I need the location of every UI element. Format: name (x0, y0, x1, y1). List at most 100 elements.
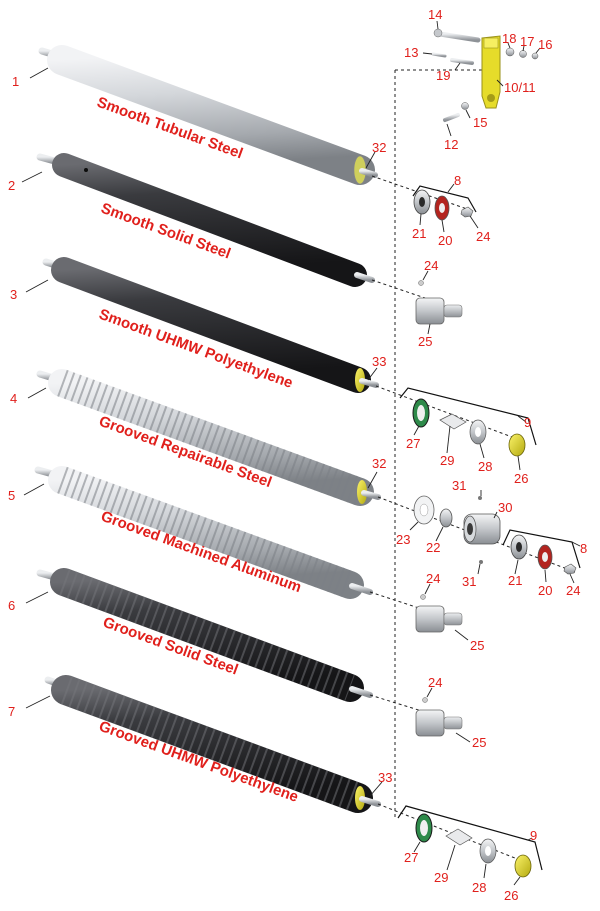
roller-7-grooved-uhmw (44, 675, 381, 813)
leader-24d (424, 583, 431, 595)
adapter-25-a-stub (443, 304, 463, 318)
roller-3-smooth-uhmw (42, 257, 379, 393)
kit-8-bracket-top (412, 185, 477, 213)
leader-27b (413, 841, 421, 853)
seal-kit-9-lower (415, 813, 532, 878)
spacer-22 (439, 508, 453, 528)
pin-19 (450, 58, 474, 65)
roller-1-body (47, 45, 375, 185)
callout-30: 30 (498, 500, 512, 515)
callout-12: 12 (444, 137, 458, 152)
callout-5: 5 (8, 488, 15, 503)
bolt-14 (437, 31, 481, 43)
leader-24a (469, 215, 479, 229)
callout-25-b: 25 (470, 638, 484, 653)
callout-24-top: 24 (476, 229, 490, 244)
roller-4-grooved-repairable-steel (36, 369, 381, 506)
leader-28b (483, 863, 487, 879)
axis-roller-3 (371, 279, 426, 299)
callout-31-bottom: 31 (462, 574, 476, 589)
washer-18 (505, 47, 515, 57)
leader-14 (436, 20, 439, 30)
leader-9a (517, 415, 527, 423)
leader-13 (422, 52, 433, 55)
bracket-pivot (487, 94, 495, 102)
plate-29-lower (445, 828, 473, 846)
leader-28a (479, 443, 485, 459)
setscrew-31-top (478, 496, 482, 500)
axis-roller-6 (369, 591, 426, 611)
plate-29-upper (439, 413, 467, 430)
leader-1 (29, 67, 49, 79)
leader-29b (446, 844, 456, 871)
bearing-21-lower-bore (516, 542, 522, 552)
roller-5-grooved-machined-aluminum (34, 466, 373, 599)
leader-25c (455, 732, 471, 743)
callout-24-e: 24 (428, 675, 442, 690)
adapter-25-a-body (415, 297, 445, 325)
callout-28-lower: 28 (472, 880, 486, 895)
seal-27-upper-bore (417, 405, 425, 421)
leader-12 (446, 123, 452, 137)
nut-16 (531, 52, 539, 60)
leader-23 (409, 521, 419, 531)
leader-25b (454, 629, 469, 641)
axis-roller-4 (375, 385, 521, 441)
setscrew-31-bottom (479, 560, 483, 564)
roller-2-body (52, 153, 367, 287)
adapter-25-c-stub (443, 716, 463, 730)
roller-6-grooved-solid-steel (36, 568, 373, 702)
callout-13: 13 (404, 45, 418, 60)
adapter-25-b-body (415, 605, 445, 633)
callout-20-lower: 20 (538, 583, 552, 598)
callout-15: 15 (473, 115, 487, 130)
adapter-25-c-body (415, 709, 445, 737)
leader-3 (25, 279, 49, 293)
fitting-24-lower (563, 563, 577, 575)
bracket-slot (483, 37, 499, 49)
leader-20b (544, 569, 547, 583)
shaft-adapter-25-b (415, 594, 463, 633)
kit-9-bracket-lower (397, 805, 543, 871)
callout-25-a: 25 (418, 334, 432, 349)
nut-26-lower (514, 854, 532, 878)
leader-32a (365, 151, 376, 169)
callout-19: 19 (436, 68, 450, 83)
callout-8-top: 8 (454, 173, 461, 188)
callout-25-c: 25 (472, 735, 486, 750)
callout-22: 22 (426, 540, 440, 555)
leader-20a (441, 219, 445, 233)
callout-17: 17 (520, 34, 534, 49)
yellow-bracket-arm (481, 35, 501, 109)
leader-19 (454, 62, 461, 71)
callout-28-upper: 28 (478, 459, 492, 474)
bracket-assembly (431, 28, 539, 122)
callout-3: 3 (10, 287, 17, 302)
roller-3-body (51, 257, 371, 393)
roller-4-shaft-right (361, 490, 381, 500)
roller-2-shaft-right (354, 272, 375, 283)
leader-6 (25, 591, 49, 604)
roller-5-body (48, 466, 364, 599)
washer-28-upper-bore (475, 427, 481, 437)
callout-4: 4 (10, 391, 17, 406)
fitting-24-top (460, 206, 474, 218)
leader-15 (465, 109, 471, 119)
leader-4 (27, 387, 47, 399)
roller-2-smooth-solid-steel (36, 153, 375, 287)
roller-1-shaft-right (359, 168, 378, 178)
callout-9-lower: 9 (530, 828, 537, 843)
fitting-24-b (418, 280, 424, 286)
callout-23: 23 (396, 532, 410, 547)
leader-32b (367, 471, 378, 489)
leader-26a (517, 455, 521, 471)
leader-8a (447, 183, 455, 193)
leader-7 (25, 695, 51, 709)
pin-13 (431, 52, 447, 58)
bolt-14-head (433, 28, 443, 38)
callout-2: 2 (8, 178, 15, 193)
leader-33b (369, 781, 383, 797)
kit-8-bracket-lower (502, 529, 581, 569)
bolt-12 (443, 113, 460, 122)
roller-2-hole (84, 168, 88, 172)
